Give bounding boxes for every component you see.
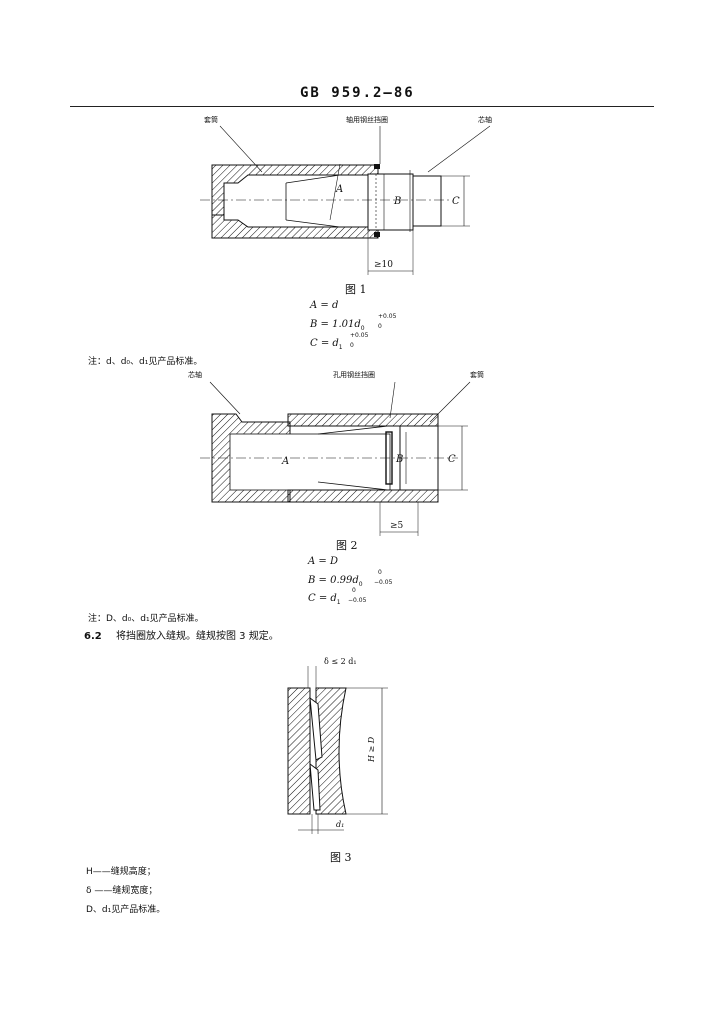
fig1-eq-B-lower: 0 xyxy=(378,323,382,330)
fig1-eq-A: A = d xyxy=(310,300,339,311)
fig2-dim-C: C xyxy=(448,454,456,465)
figure1-caption: 图 1 xyxy=(345,283,367,296)
fig1-note: 注：d、d₀、d₁见产品标准。 xyxy=(88,357,203,367)
fig2-dim-B: B xyxy=(395,454,403,465)
fig2-dim-A: A xyxy=(281,456,289,467)
section-number: 6.2 xyxy=(84,631,102,642)
figure2-drawing: A B C ≥5 xyxy=(200,381,471,536)
fig1-label-mandrel: 芯轴 xyxy=(478,116,492,124)
fig1-eq-C-main: C = d xyxy=(310,338,339,349)
fig2-eq-C-lower: −0.05 xyxy=(348,597,367,604)
legend-H: H——缝规高度； xyxy=(86,867,156,877)
fig2-note: 注：D、d₀、d₁见产品标准。 xyxy=(88,614,204,624)
fig1-label-sleeve: 套筒 xyxy=(204,116,218,124)
fig1-eq-B: B = 1.01d0 +0.05 0 xyxy=(310,314,396,332)
fig1-eq-C: C = d1 +0.05 0 xyxy=(310,333,368,351)
fig2-eq-C-sub: 1 xyxy=(336,599,341,606)
fig1-dim-A: A xyxy=(335,184,343,195)
standard-number: GB 959.2—86 xyxy=(300,85,415,101)
figure2-caption: 图 2 xyxy=(336,539,358,552)
fig2-eq-C-main: C = d xyxy=(308,593,337,604)
fig2-eq-B-lower: −0.05 xyxy=(374,579,393,586)
fig2-eq-C-upper: 0 xyxy=(352,587,356,594)
fig1-eq-B-sub: 0 xyxy=(360,325,365,332)
section-text: 将挡圈放入缝规。缝规按图 3 规定。 xyxy=(116,631,279,642)
fig2-label-sleeve: 套筒 xyxy=(470,371,484,379)
fig2-eq-B-sub: 0 xyxy=(358,581,363,588)
fig1-dim-B: B xyxy=(393,196,401,207)
fig1-dim-C: C xyxy=(452,196,460,207)
fig2-eq-A: A = D xyxy=(308,556,338,567)
fig3-dim-delta: δ ≤ 2 d₁ xyxy=(324,657,357,666)
figure3-caption: 图 3 xyxy=(330,851,352,864)
fig3-dim-d: d₁ xyxy=(336,820,344,829)
legend-delta: δ ——缝规宽度； xyxy=(86,886,158,896)
legend-D: D、d₁见产品标准。 xyxy=(86,905,166,915)
header-rule xyxy=(70,106,654,107)
fig2-dim-len: ≥5 xyxy=(390,521,404,531)
fig2-eq-B-main: B = 0.99d xyxy=(308,575,359,586)
fig1-label-ring: 轴用钢丝挡圈 xyxy=(346,116,388,124)
fig3-dim-H: H ≥ D xyxy=(367,736,376,763)
fig1-eq-C-upper: +0.05 xyxy=(350,332,369,339)
fig2-label-ring: 孔用钢丝挡圈 xyxy=(333,371,375,379)
figure1-drawing: A B C ≥10 xyxy=(200,125,490,275)
fig2-eq-B-upper: 0 xyxy=(378,569,382,576)
fig1-eq-B-upper: +0.05 xyxy=(378,313,397,320)
fig2-label-mandrel: 芯轴 xyxy=(188,371,202,379)
fig1-dim-len: ≥10 xyxy=(374,260,393,270)
fig1-eq-C-lower: 0 xyxy=(350,342,354,349)
fig2-eq-C: C = d1 0 −0.05 xyxy=(308,588,366,606)
figure3-drawing: δ ≤ 2 d₁ H ≥ D d₁ xyxy=(287,657,388,834)
fig2-eq-B: B = 0.99d0 0 −0.05 xyxy=(308,570,392,588)
fig1-eq-C-sub: 1 xyxy=(338,344,343,351)
fig1-eq-B-main: B = 1.01d xyxy=(310,319,361,330)
